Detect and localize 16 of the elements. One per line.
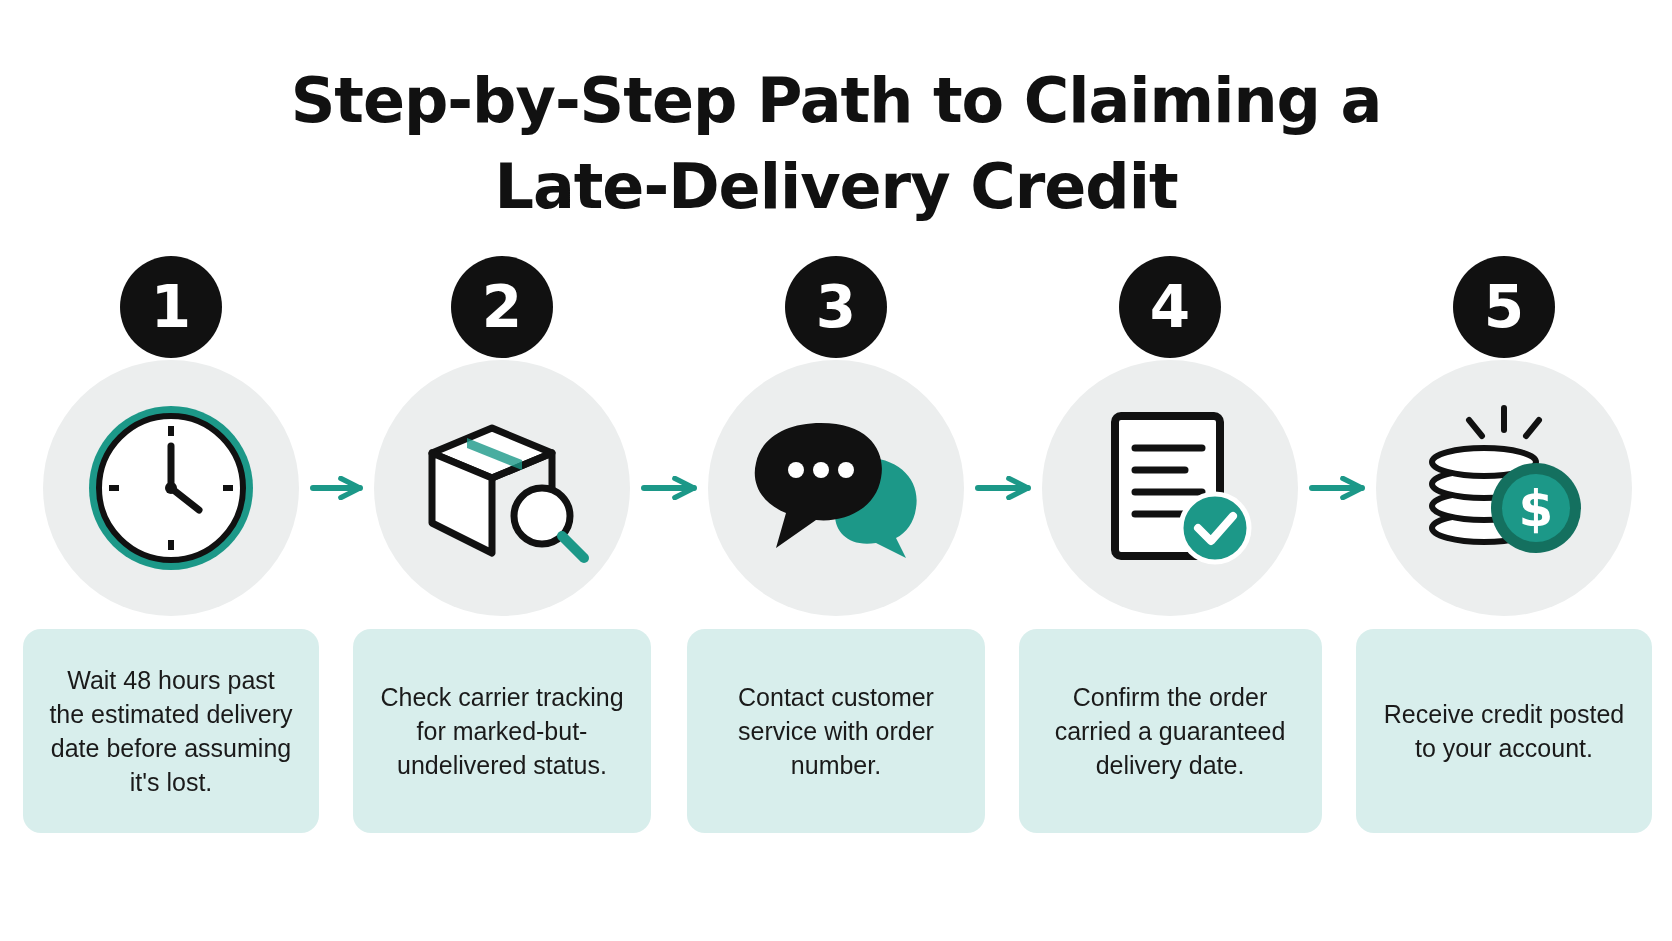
- step-card: Check carrier tracking for marked-but-undelivered status.: [353, 629, 651, 833]
- step-number: 5: [1453, 256, 1555, 358]
- arrow: [310, 475, 363, 501]
- step-number: 1: [120, 256, 222, 358]
- arrow: [1309, 475, 1365, 501]
- step-number: 4: [1119, 256, 1221, 358]
- step-number: 2: [451, 256, 553, 358]
- arrow: [975, 475, 1031, 501]
- dollar-sign: $: [1518, 480, 1554, 538]
- step-number: 3: [785, 256, 887, 358]
- step-card: Contact customer service with order number.: [687, 629, 985, 833]
- step-card: Confirm the order carried a guaranteed delivery date.: [1018, 629, 1322, 833]
- arrow: [641, 475, 697, 501]
- step-card: Receive credit posted to your account.: [1356, 629, 1652, 833]
- step-card: Wait 48 hours past the estimated delivery date before assuming it's lost.: [23, 629, 319, 833]
- title: Step-by-Step Path to Claiming a Late-Delivery Credit: [289, 63, 1383, 225]
